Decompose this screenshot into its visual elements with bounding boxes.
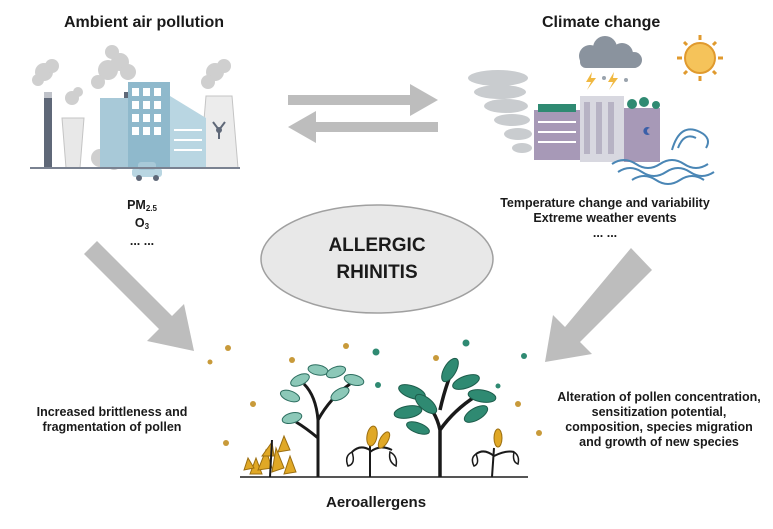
temperature-change-label: Temperature change and variability <box>500 196 710 210</box>
alteration-line-4: and growth of new species <box>579 435 739 449</box>
aeroallergens-illustration <box>207 339 542 478</box>
climate-change-title: Climate change <box>542 14 661 31</box>
allergic-rhinitis-ellipse <box>260 204 494 314</box>
air-pollution-illustration <box>30 45 240 181</box>
pollen-fragmentation-text: Increased brittleness and fragmentation … <box>12 405 212 435</box>
flood-waves-icon <box>611 128 715 185</box>
pollen-particles <box>207 339 542 446</box>
o3-label: O3 <box>134 216 150 231</box>
pollutant-ellipsis: ... ... <box>129 234 155 248</box>
alteration-line-2: sensitization potential, <box>591 405 727 419</box>
storm-cloud-icon <box>579 36 642 90</box>
arrow-climate-to-aeroallergens <box>545 248 652 362</box>
fragmentation-line-1: Increased brittleness and <box>36 405 188 419</box>
tornado-icon <box>468 70 532 153</box>
alteration-line-3: composition, species migration <box>565 420 753 434</box>
climate-ellipsis: ... ... <box>592 226 618 240</box>
sun-icon <box>677 35 723 81</box>
extreme-weather-label: Extreme weather events <box>533 211 677 225</box>
allergic-text: ALLERGIC <box>328 235 426 256</box>
arrow-pollution-to-aeroallergens <box>76 241 194 351</box>
alteration-line-1: Alteration of pollen concentration, <box>557 390 761 404</box>
climate-change-illustration <box>468 35 723 185</box>
pollutant-list: PM2.5 O3 ... ... <box>112 198 172 249</box>
bidirectional-arrows <box>288 84 438 143</box>
aeroallergens-title: Aeroallergens <box>326 494 427 511</box>
fragmentation-line-2: fragmentation of pollen <box>42 420 182 434</box>
air-pollution-title: Ambient air pollution <box>64 14 224 31</box>
climate-effects-list: Temperature change and variability Extre… <box>480 196 730 241</box>
pm25-label: PM2.5 <box>127 198 157 213</box>
rhinitis-text: RHINITIS <box>336 262 418 283</box>
allergic-rhinitis-label: ALLERGIC RHINITIS <box>277 232 477 286</box>
pollen-alteration-text: Alteration of pollen concentration, sens… <box>548 390 770 450</box>
